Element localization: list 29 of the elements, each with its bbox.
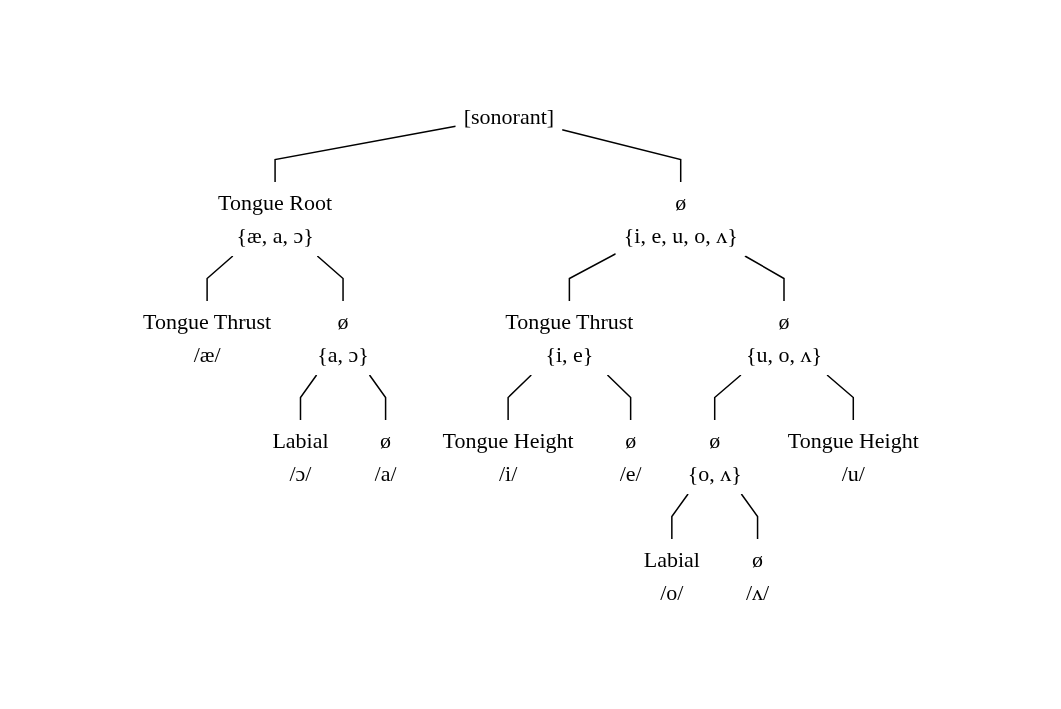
node-text: ø /a/ (374, 428, 397, 486)
node-text: ø {a, ɔ} (316, 309, 369, 367)
connector (299, 374, 317, 421)
connector (561, 129, 682, 183)
connector (205, 255, 234, 302)
connector (825, 374, 854, 421)
node-text: Labial /o/ (643, 547, 700, 605)
connector (273, 125, 457, 183)
connector (743, 255, 785, 302)
connector (316, 255, 344, 302)
node-text: Tongue Thrust /æ/ (142, 309, 271, 367)
node-text: ø {u, o, ʌ} (745, 309, 822, 367)
connector (568, 253, 617, 302)
connector (670, 493, 689, 540)
node-text: ø /ʌ/ (745, 547, 769, 605)
node-text: ø /e/ (619, 428, 642, 486)
node-text: Tongue Height /i/ (442, 428, 574, 486)
connector (713, 374, 742, 421)
node-text: [sonorant] (463, 104, 554, 129)
connector (368, 374, 386, 421)
connector (740, 493, 758, 540)
node-text: ø {o, ʌ} (687, 428, 742, 486)
node-text: Tongue Thrust {i, e} (504, 309, 634, 367)
node-text: Labial /ɔ/ (271, 428, 329, 486)
node-text: Tongue Height /u/ (787, 428, 919, 486)
connector (606, 374, 631, 421)
node-text: ø {i, e, u, o, ʌ} (623, 190, 738, 248)
node-text: Tongue Root {æ, a, ɔ} (217, 190, 332, 248)
connector (506, 374, 532, 421)
